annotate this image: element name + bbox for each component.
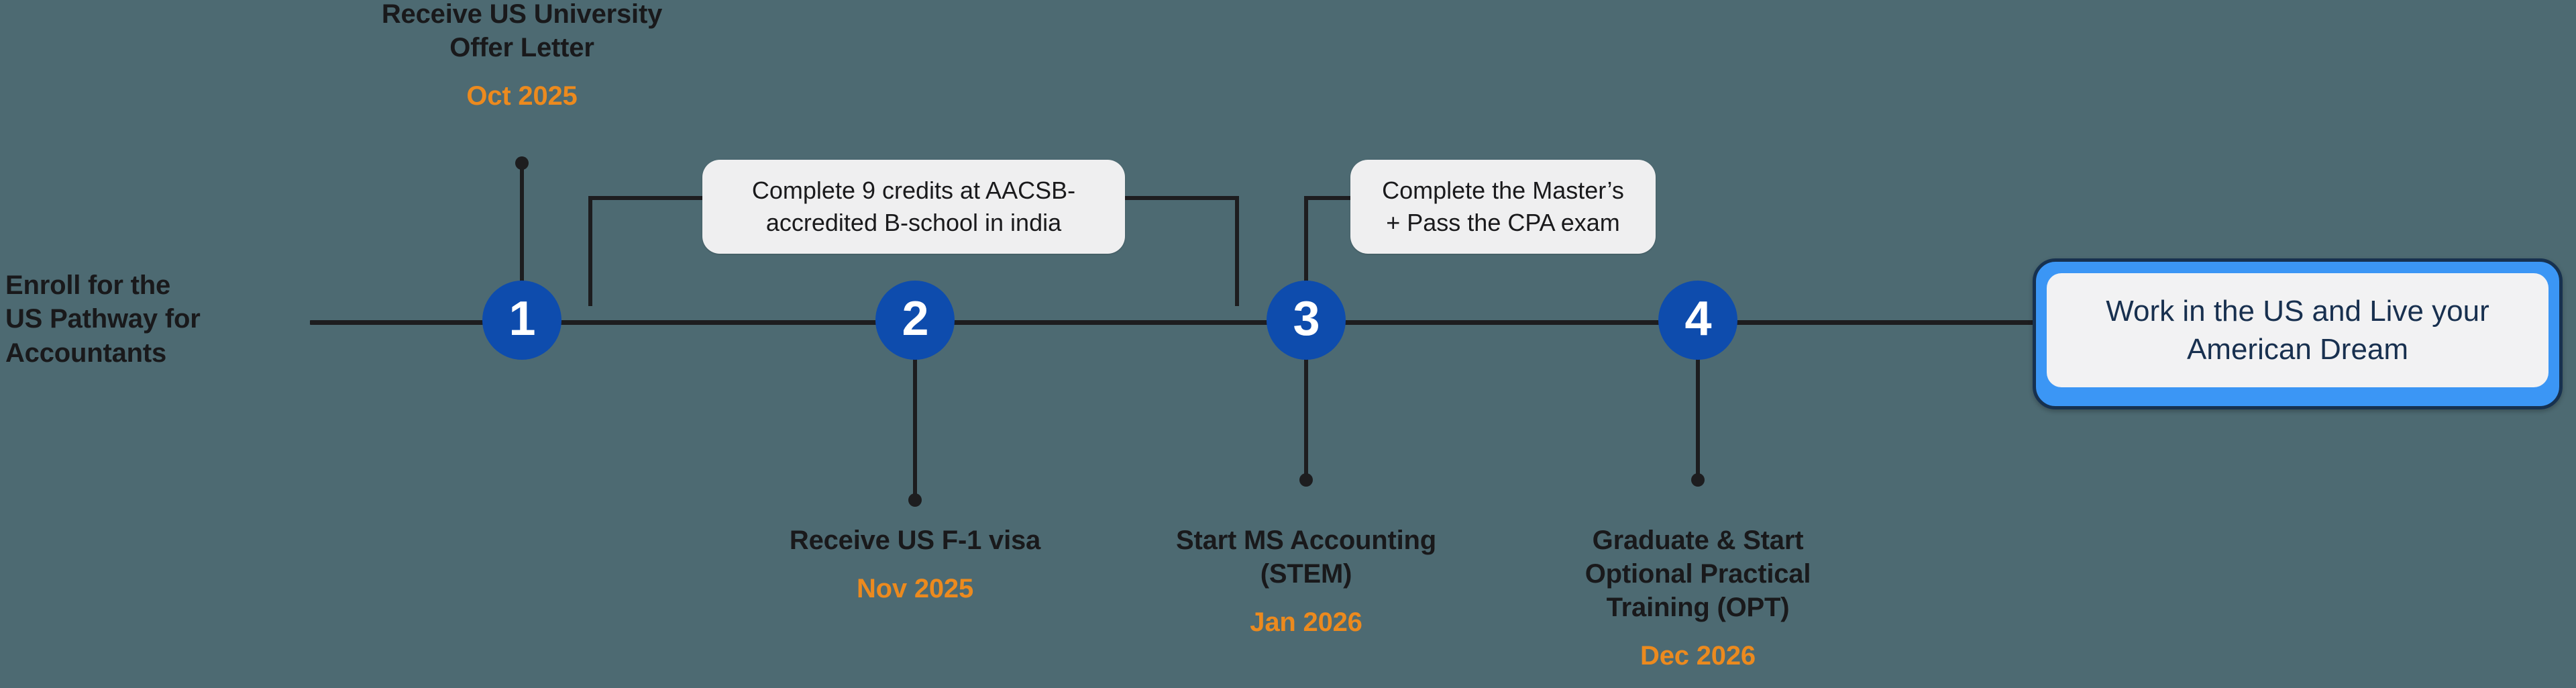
milestone-f1-visa-title: Receive US F-1 visa [789,526,1041,555]
final-outcome-text: Work in the US and Live your American Dr… [2047,273,2548,388]
node-2-stem-down [913,356,917,500]
axis-segment-2-3 [950,320,1271,325]
timeline-node-3[interactable]: 3 [1267,281,1346,360]
node-2-number: 2 [902,292,928,346]
milestone-offer-letter: Receive US University Offer Letter Oct 2… [301,0,743,113]
axis-segment-1-2 [557,320,879,325]
node-2-stem-dot [908,493,922,507]
timeline-node-2[interactable]: 2 [875,281,955,360]
node-1-stem-dot [515,156,529,170]
milestone-offer-letter-title: Receive US University Offer Letter [381,0,663,62]
node-3-number: 3 [1293,292,1320,346]
milestone-graduate-opt-title: Graduate & Start Optional Practical Trai… [1585,526,1811,622]
node-1-stem-up [520,161,524,305]
bracket-2-left-leg [1304,196,1308,306]
milestone-f1-visa: Receive US F-1 visa Nov 2025 [694,524,1136,605]
final-outcome-box[interactable]: Work in the US and Live your American Dr… [2033,258,2563,410]
node-3-stem-down [1304,356,1308,480]
milestone-ms-accounting-title: Start MS Accounting (STEM) [1175,526,1437,589]
node-4-stem-dot [1691,473,1705,487]
milestone-graduate-opt-date: Dec 2026 [1640,641,1756,671]
milestone-ms-accounting: Start MS Accounting (STEM) Jan 2026 [1085,524,1527,639]
milestone-ms-accounting-date: Jan 2026 [1250,607,1362,637]
axis-segment-4-final [1733,320,2039,325]
node-4-number: 4 [1684,292,1711,346]
timeline-node-1[interactable]: 1 [482,281,561,360]
node-4-stem-down [1696,356,1700,480]
milestone-f1-visa-date: Nov 2025 [856,574,974,603]
axis-segment-start [310,320,484,325]
node-1-number: 1 [508,292,535,346]
pathway-side-label: Enroll for the US Pathway for Accountant… [5,271,201,368]
milestone-graduate-opt: Graduate & Start Optional Practical Trai… [1477,524,1919,673]
axis-segment-3-4 [1342,320,1662,325]
bracket-1-left-leg [588,196,592,306]
milestone-offer-letter-date: Oct 2025 [466,81,578,111]
bracket-1-right-leg [1235,196,1239,306]
node-3-stem-dot [1299,473,1313,487]
callout-aacsb-credits: Complete 9 credits at AACSB- accredited … [702,160,1125,254]
timeline-node-4[interactable]: 4 [1658,281,1737,360]
callout-masters-cpa: Complete the Master’s + Pass the CPA exa… [1350,160,1656,254]
